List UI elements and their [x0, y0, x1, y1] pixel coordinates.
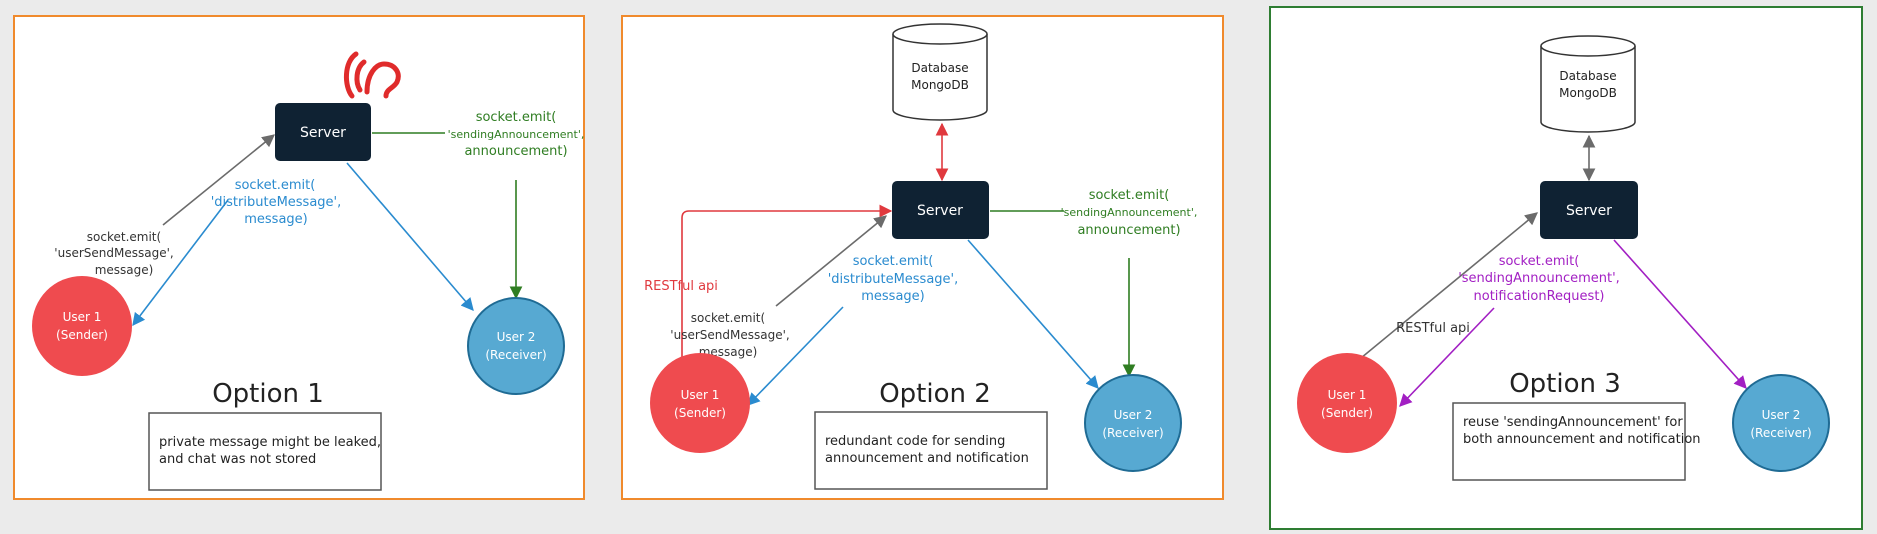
database-node: Database MongoDB — [1540, 35, 1636, 133]
server-label: Server — [917, 203, 963, 219]
label-line: announcement) — [464, 144, 567, 159]
label-line: 'sendingAnnouncement', — [1458, 271, 1620, 286]
label-line: socket.emit( — [853, 254, 934, 269]
server-node — [1540, 181, 1638, 239]
note-line: announcement and notification — [825, 451, 1029, 466]
user2-label: User 2 — [1114, 408, 1153, 422]
arrow-server-to-user2 — [346, 162, 474, 311]
label-line: socket.emit( — [87, 230, 161, 244]
label-line: socket.emit( — [1499, 254, 1580, 269]
arrow-user1-to-server — [775, 215, 887, 307]
label-sending-announcement: socket.emit( 'sendingAnnouncement', noti… — [1458, 254, 1620, 304]
label-line: 'userSendMessage', — [670, 328, 789, 342]
note-line: reuse 'sendingAnnouncement' for — [1463, 415, 1683, 430]
note-line: redundant code for sending — [825, 434, 1005, 449]
arrow-server-to-user1 — [1399, 307, 1495, 407]
user2-node — [1084, 374, 1182, 472]
user2-node — [467, 297, 565, 395]
panel-option-2: Database MongoDB Server RESTful api sock… — [621, 15, 1224, 500]
label-line: 'userSendMessage', — [54, 246, 173, 260]
listening-ear-icon — [344, 51, 401, 99]
note-line: both announcement and notification — [1463, 432, 1701, 447]
label-line: 'distributeMessage', — [211, 195, 342, 210]
user2-role: (Receiver) — [1102, 426, 1163, 440]
database-label: MongoDB — [911, 78, 969, 92]
note-box — [814, 411, 1048, 490]
label-line: socket.emit( — [476, 110, 557, 125]
label-line: socket.emit( — [235, 178, 316, 193]
label-distribute-message: socket.emit( 'distributeMessage', messag… — [828, 254, 959, 304]
label-line: announcement) — [1077, 223, 1180, 238]
user2-label: User 2 — [497, 330, 536, 344]
label-line: message) — [861, 289, 925, 304]
arrow-server-to-user1 — [747, 306, 844, 406]
arrow-server-to-user1 — [132, 199, 229, 327]
label-restful-api: RESTful api — [1396, 321, 1470, 336]
user2-role: (Receiver) — [1750, 426, 1811, 440]
user1-node — [650, 353, 750, 453]
note-box — [148, 412, 382, 491]
server-node — [275, 103, 371, 161]
user1-role: (Sender) — [674, 406, 726, 420]
label-line: 'distributeMessage', — [828, 272, 959, 287]
label-line: notificationRequest) — [1474, 289, 1605, 304]
panel-option-3: Database MongoDB Server RESTful api sock… — [1269, 6, 1863, 530]
panel-option-1: Server socket.emit( 'userSendMessage', m… — [13, 15, 585, 500]
database-label: MongoDB — [1559, 86, 1617, 100]
label-user-send-message: socket.emit( 'userSendMessage', message) — [670, 311, 789, 359]
label-line: 'sendingAnnouncement', — [1061, 206, 1198, 219]
label-line: message) — [244, 212, 308, 227]
label-user-send-message: socket.emit( 'userSendMessage', message) — [54, 230, 173, 277]
user1-role: (Sender) — [1321, 406, 1373, 420]
user1-label: User 1 — [63, 310, 102, 324]
database-label: Database — [1559, 69, 1616, 83]
label-line: message) — [95, 263, 154, 277]
note-box — [1452, 402, 1686, 481]
user1-label: User 1 — [1328, 388, 1367, 402]
option-title: Option 3 — [1509, 369, 1621, 399]
arrow-restful-api — [681, 204, 893, 358]
label-line: socket.emit( — [1089, 188, 1170, 203]
arrow-server-to-user2 — [967, 239, 1099, 389]
user1-role: (Sender) — [56, 328, 108, 342]
option-title: Option 2 — [879, 379, 991, 409]
user1-node — [32, 276, 132, 376]
label-sending-announcement: socket.emit( 'sendingAnnouncement', anno… — [1061, 188, 1198, 238]
label-sending-announcement: socket.emit( 'sendingAnnouncement', anno… — [448, 110, 585, 159]
user2-label: User 2 — [1762, 408, 1801, 422]
user2-role: (Receiver) — [485, 348, 546, 362]
label-restful-api: RESTful api — [644, 279, 718, 294]
server-node — [892, 181, 989, 239]
note-line: private message might be leaked, — [159, 435, 381, 450]
option-title: Option 1 — [212, 379, 324, 409]
server-label: Server — [1566, 203, 1612, 219]
label-line: 'sendingAnnouncement', — [448, 128, 585, 141]
user2-node — [1732, 374, 1830, 472]
arrow-user1-to-server — [162, 134, 275, 226]
server-label: Server — [300, 125, 346, 141]
user1-node — [1297, 353, 1397, 453]
note-line: and chat was not stored — [159, 452, 316, 467]
arrow-restful-user1-to-server — [1360, 212, 1538, 359]
label-distribute-message: socket.emit( 'distributeMessage', messag… — [211, 178, 342, 227]
arrow-server-to-user2 — [1613, 239, 1747, 389]
user1-label: User 1 — [681, 388, 720, 402]
database-node: Database MongoDB — [892, 23, 988, 121]
database-label: Database — [911, 61, 968, 75]
label-line: socket.emit( — [691, 311, 765, 325]
